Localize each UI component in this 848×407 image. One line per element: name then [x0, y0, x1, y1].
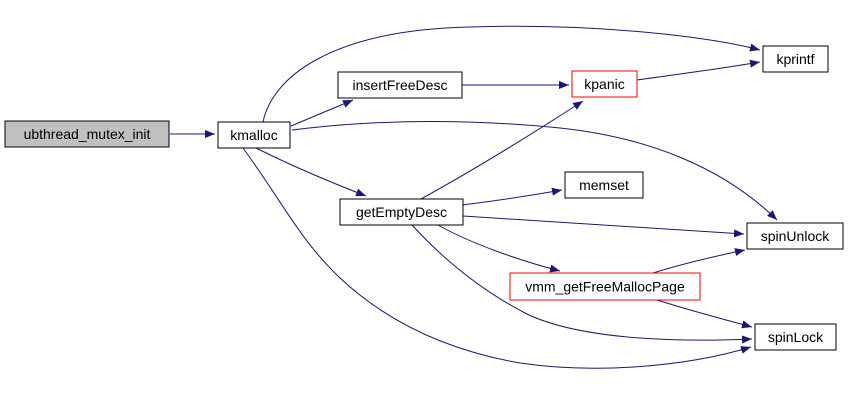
node-label-kmalloc: kmalloc [230, 127, 277, 143]
node-spinLock[interactable]: spinLock [754, 323, 837, 351]
node-label-spinUnlock: spinUnlock [761, 228, 830, 244]
edge-vmm_getFreeMallocPage-to-spinUnlock [652, 248, 746, 274]
node-box-getEmptyDesc [339, 198, 464, 226]
edge-kmalloc-to-insertFreeDesc [290, 99, 354, 127]
edges-layer [170, 25, 778, 369]
edge-kmalloc-to-getEmptyDesc [255, 147, 367, 197]
node-label-spinLock: spinLock [768, 329, 824, 345]
node-label-kpanic: kpanic [584, 76, 624, 92]
node-box-kpanic [571, 70, 638, 98]
nodes-layer: ubthread_mutex_init kmalloc insertFreeDesc… [4, 45, 844, 351]
node-box-kmalloc [217, 121, 291, 149]
node-box-memset [564, 171, 644, 199]
node-getEmptyDesc[interactable]: getEmptyDesc [339, 198, 464, 226]
node-kpanic[interactable]: kpanic [571, 70, 638, 98]
node-spinUnlock[interactable]: spinUnlock [746, 222, 844, 250]
node-label-vmm_getFreeMallocPage: vmm_getFreeMallocPage [525, 279, 685, 295]
edge-kmalloc-to-spinUnlock [291, 120, 778, 221]
node-box-vmm_getFreeMallocPage [509, 272, 701, 301]
edge-kmalloc-to-spinLock [242, 147, 752, 369]
edge-getEmptyDesc-to-vmm_getFreeMallocPage [437, 224, 561, 273]
node-box-ubthread_mutex_init [4, 120, 170, 148]
node-ubthread_mutex_init[interactable]: ubthread_mutex_init [4, 120, 170, 148]
edge-getEmptyDesc-to-spinLock [411, 224, 753, 344]
node-vmm_getFreeMallocPage[interactable]: vmm_getFreeMallocPage [509, 272, 701, 301]
node-memset[interactable]: memset [564, 171, 644, 199]
node-label-memset: memset [579, 177, 629, 193]
node-label-ubthread_mutex_init: ubthread_mutex_init [24, 126, 151, 142]
edge-kmalloc-to-kprintf [262, 25, 761, 123]
node-box-insertFreeDesc [337, 71, 463, 99]
node-label-getEmptyDesc: getEmptyDesc [356, 204, 447, 220]
node-label-kprintf: kprintf [776, 51, 814, 67]
node-kmalloc[interactable]: kmalloc [217, 121, 291, 149]
edge-kpanic-to-kprintf [636, 59, 761, 81]
edge-vmm_getFreeMallocPage-to-spinLock [656, 299, 753, 329]
node-box-spinLock [754, 323, 837, 351]
edge-getEmptyDesc-to-spinUnlock [462, 215, 745, 238]
node-label-insertFreeDesc: insertFreeDesc [353, 77, 448, 93]
node-kprintf[interactable]: kprintf [762, 45, 829, 73]
node-box-kprintf [762, 45, 829, 73]
edge-getEmptyDesc-to-kpanic [420, 100, 584, 200]
node-insertFreeDesc[interactable]: insertFreeDesc [337, 71, 463, 99]
edge-getEmptyDesc-to-memset [461, 187, 563, 206]
node-box-spinUnlock [746, 222, 844, 250]
